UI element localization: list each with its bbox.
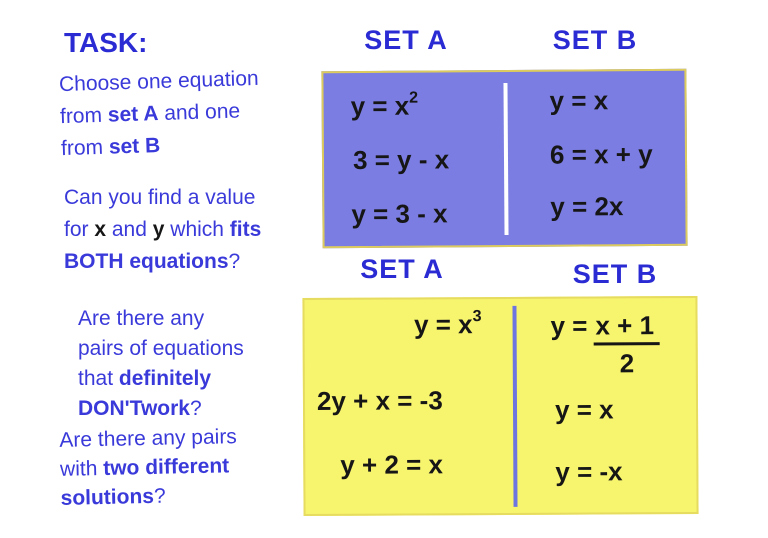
task-paragraph-find-value: Can you find a value for x and y which f… [64,182,261,278]
top-set-b-header: SET B [552,25,638,55]
text-line: Are there any [78,307,205,330]
text-line: pairs of equations [78,337,244,360]
text-line: BOTH equations? [64,250,241,273]
task-paragraph-pairs: Are there any pairs of equations that de… [78,304,244,424]
text-line: from set B [60,134,161,161]
equation-bottom-b2: y = x [554,394,614,425]
text-line: Are there any pairs [59,425,238,452]
equation-bottom-b3: y = -x [555,456,623,487]
text-line: Can you find a value [64,186,256,209]
fraction: x + 1 2 [593,310,661,379]
text-line: from set A and one [59,99,241,129]
equation-top-a2: 3 = y - x [352,144,450,176]
top-box-divider [503,82,509,236]
equation-top-b3: y = 2x [550,191,624,222]
task-paragraph-two-solutions: Are there any pairs with two different s… [59,422,238,513]
equation-bottom-b1-fraction: y = x + 1 2 [551,310,661,379]
equation-top-b1: y = x [549,85,609,116]
task-paragraph-choose: Choose one equation from set A and one f… [59,63,262,165]
equation-top-a3: y = 3 - x [351,198,448,230]
fraction-denominator: 2 [619,348,635,379]
equation-bottom-a2: 2y + x = -3 [316,385,443,416]
fraction-prefix: y = [550,310,588,341]
bottom-box-divider [512,305,518,507]
text-line: DON'Twork? [78,397,202,420]
text-line: solutions? [60,484,166,510]
bottom-set-a-header: SET A [360,254,444,284]
equation-bottom-a1: y = x3 [413,307,482,340]
bottom-set-b-header: SET B [572,259,658,289]
top-equation-box: y = x2 3 = y - x y = 3 - x y = x 6 = x +… [321,68,688,249]
task-title: TASK: [64,27,148,58]
text-line: with two different [59,454,230,481]
top-set-a-header: SET A [364,25,448,55]
text-line: that definitely [78,367,212,390]
equation-top-a1: y = x2 [350,88,419,122]
text-line: for x and y which fits [64,218,262,241]
equation-top-b2: 6 = x + y [549,138,653,170]
bottom-equation-box: y = x3 2y + x = -3 y + 2 = x y = x + 1 2… [302,295,699,517]
equation-bottom-a3: y + 2 = x [340,449,444,480]
fraction-numerator: x + 1 [593,310,661,346]
